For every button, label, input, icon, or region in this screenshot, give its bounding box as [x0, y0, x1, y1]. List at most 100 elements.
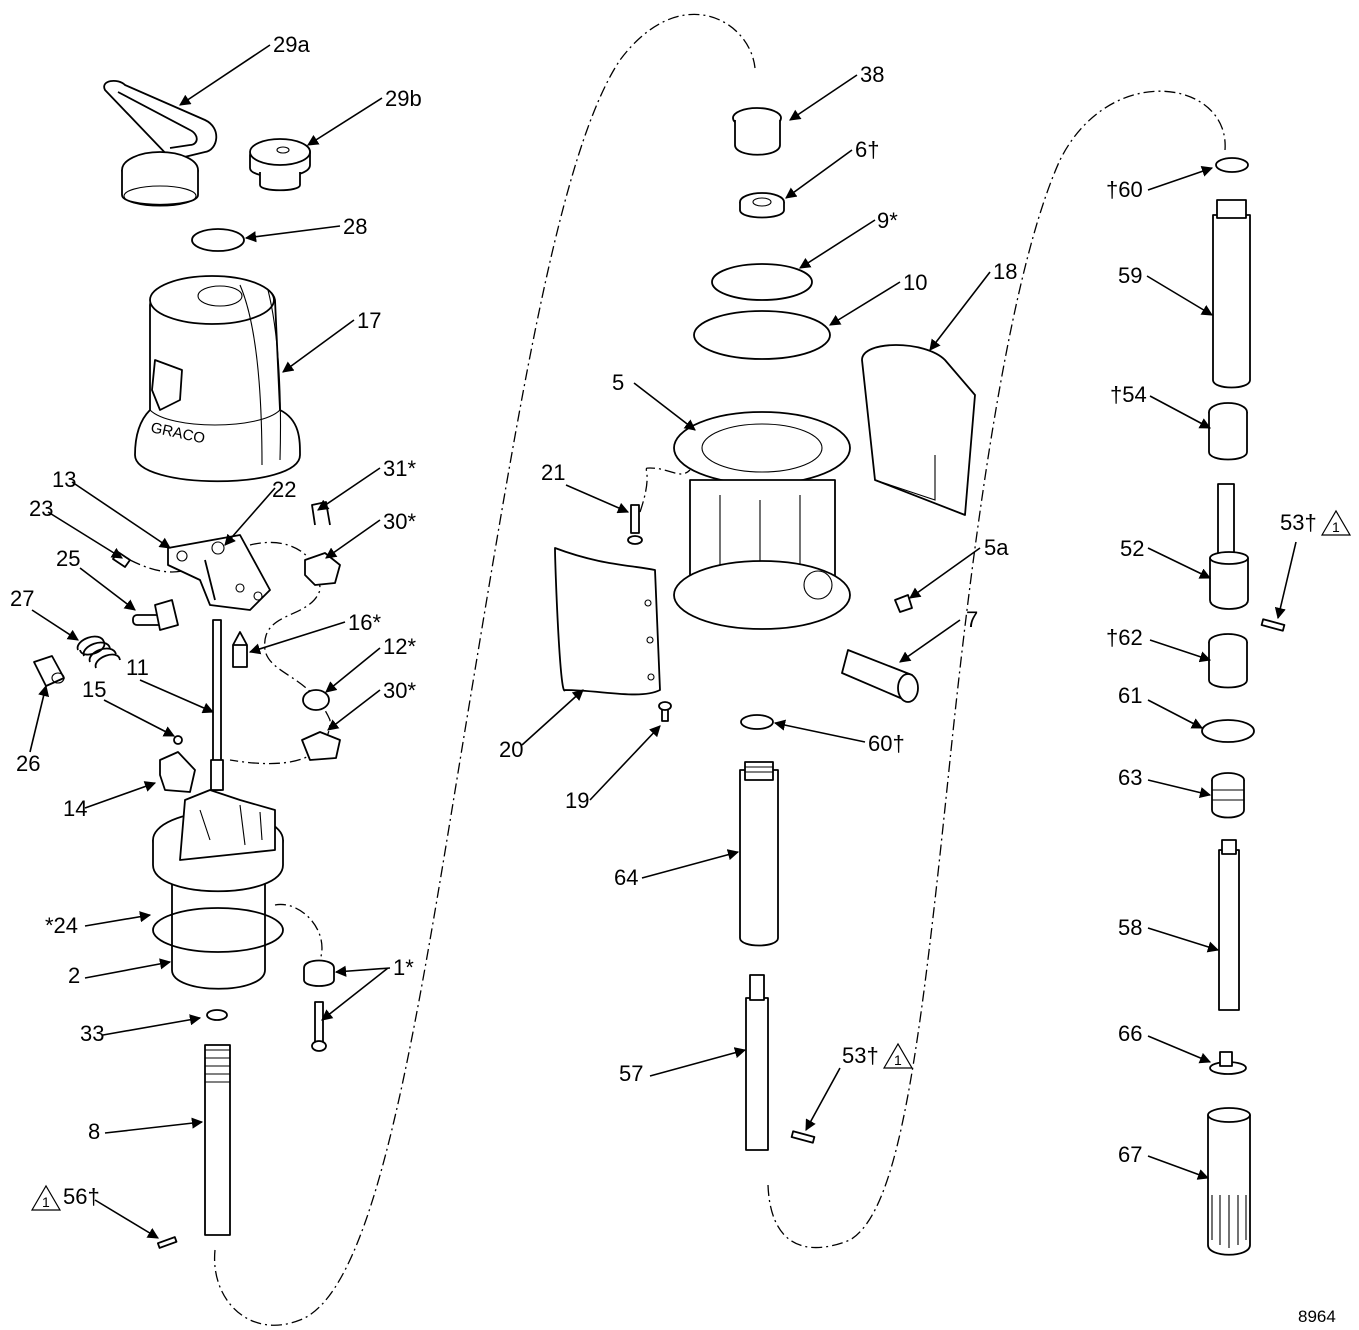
callout-54: †54 [1110, 382, 1147, 407]
leader-20 [521, 689, 584, 746]
part-62-retainer [1208, 633, 1248, 689]
part-30-nut-lower [301, 731, 341, 761]
callout-59: 59 [1118, 263, 1142, 288]
part-60-ring-right [1215, 157, 1249, 173]
part-10-o-ring [693, 310, 831, 360]
assembly-path-line-2 [767, 90, 1226, 1249]
callout-66: 66 [1118, 1021, 1142, 1046]
callout-30-lower: 30* [383, 678, 416, 703]
leader-63 [1147, 779, 1212, 799]
part-56-pin [156, 1236, 178, 1249]
callout-56: 56† [63, 1184, 100, 1209]
leader-27 [31, 609, 79, 641]
leader-21 [565, 484, 630, 514]
callout-5: 5 [612, 370, 624, 395]
leader-62 [1149, 639, 1212, 663]
part-1-seat [303, 959, 335, 987]
part-2-body [152, 789, 284, 990]
callout-1: 1* [393, 955, 414, 980]
callout-17: 17 [357, 308, 381, 333]
part-13-22-linkage [167, 534, 271, 611]
leader-8 [104, 1117, 204, 1134]
part-63-seal [1211, 772, 1245, 819]
part-25-stem [132, 599, 179, 631]
leader-7 [899, 619, 961, 663]
part-28-o-ring [191, 228, 245, 252]
leader-26 [29, 684, 50, 753]
leader-5a [909, 547, 981, 599]
callout-29b: 29b [385, 86, 422, 111]
leader-15 [103, 699, 175, 737]
svg-text:1: 1 [1332, 519, 1340, 535]
callout-58: 58 [1118, 915, 1142, 940]
leader-12 [325, 647, 381, 693]
part-64-tube [739, 761, 779, 947]
leader-25 [79, 567, 136, 611]
leader-29b [307, 97, 383, 146]
part-29a-fill-cap [103, 79, 218, 207]
svg-text:1: 1 [894, 1052, 902, 1068]
leader-18 [929, 271, 991, 351]
callout-9: 9* [877, 208, 898, 233]
leader-66 [1147, 1035, 1212, 1064]
leader-16 [248, 621, 346, 655]
leader-29a [179, 44, 271, 106]
leader-30a [325, 519, 381, 559]
leader-1b [321, 967, 389, 1021]
leader-61 [1147, 699, 1203, 729]
leader-23 [47, 511, 123, 559]
leader-24 [84, 911, 152, 927]
part-38-fitting [732, 107, 782, 156]
callout-64: 64 [614, 865, 638, 890]
part-9-o-ring [711, 263, 813, 301]
callout-6: 6† [855, 137, 879, 162]
part-60-ring-mid [740, 714, 774, 730]
callout-29a: 29a [273, 32, 310, 57]
part-11-rod [210, 619, 224, 791]
leader-5 [633, 382, 696, 431]
part-16-valve [232, 631, 248, 668]
leader-64 [641, 849, 740, 879]
svg-text:1: 1 [42, 1194, 50, 1210]
callout-61: 61 [1118, 683, 1142, 708]
callout-14: 14 [63, 796, 87, 821]
part-21-screw [627, 504, 643, 545]
callout-23: 23 [29, 496, 53, 521]
callout-20: 20 [499, 737, 523, 762]
part-66-valve [1209, 1051, 1247, 1075]
callout-52: 52 [1120, 536, 1144, 561]
leader-9 [799, 219, 876, 269]
part-15-screw [173, 735, 183, 745]
part-29b-plug [249, 138, 311, 192]
callout-57: 57 [619, 1061, 643, 1086]
part-19-screw [658, 701, 672, 722]
leader-17 [282, 319, 355, 373]
part-52-connector [1209, 483, 1249, 610]
leader-52 [1147, 547, 1212, 579]
figure-id: 8964 [1298, 1307, 1336, 1326]
part-54-bushing [1208, 402, 1248, 461]
leader-59 [1146, 275, 1213, 316]
leader-31 [317, 467, 381, 511]
callout-8: 8 [88, 1119, 100, 1144]
footnote-marker-53-right: 1 [1320, 509, 1352, 536]
leader-33 [102, 1014, 202, 1036]
part-59-tube [1212, 199, 1251, 389]
part-67-housing [1207, 1107, 1251, 1256]
callout-62: †62 [1106, 625, 1143, 650]
leader-67 [1147, 1155, 1210, 1180]
leader-11 [139, 679, 215, 714]
leader-28 [244, 225, 341, 243]
part-57-rod [745, 974, 769, 1151]
callout-15: 15 [82, 677, 106, 702]
callout-26: 26 [16, 751, 40, 776]
part-5a-screw [894, 594, 913, 613]
callout-5a: 5a [984, 535, 1009, 560]
callout-63: 63 [1118, 765, 1142, 790]
part-5-housing [673, 411, 851, 630]
leader-38 [789, 74, 858, 121]
leader-60b [773, 719, 866, 743]
leader-30b [327, 689, 381, 731]
callout-67: 67 [1118, 1142, 1142, 1167]
